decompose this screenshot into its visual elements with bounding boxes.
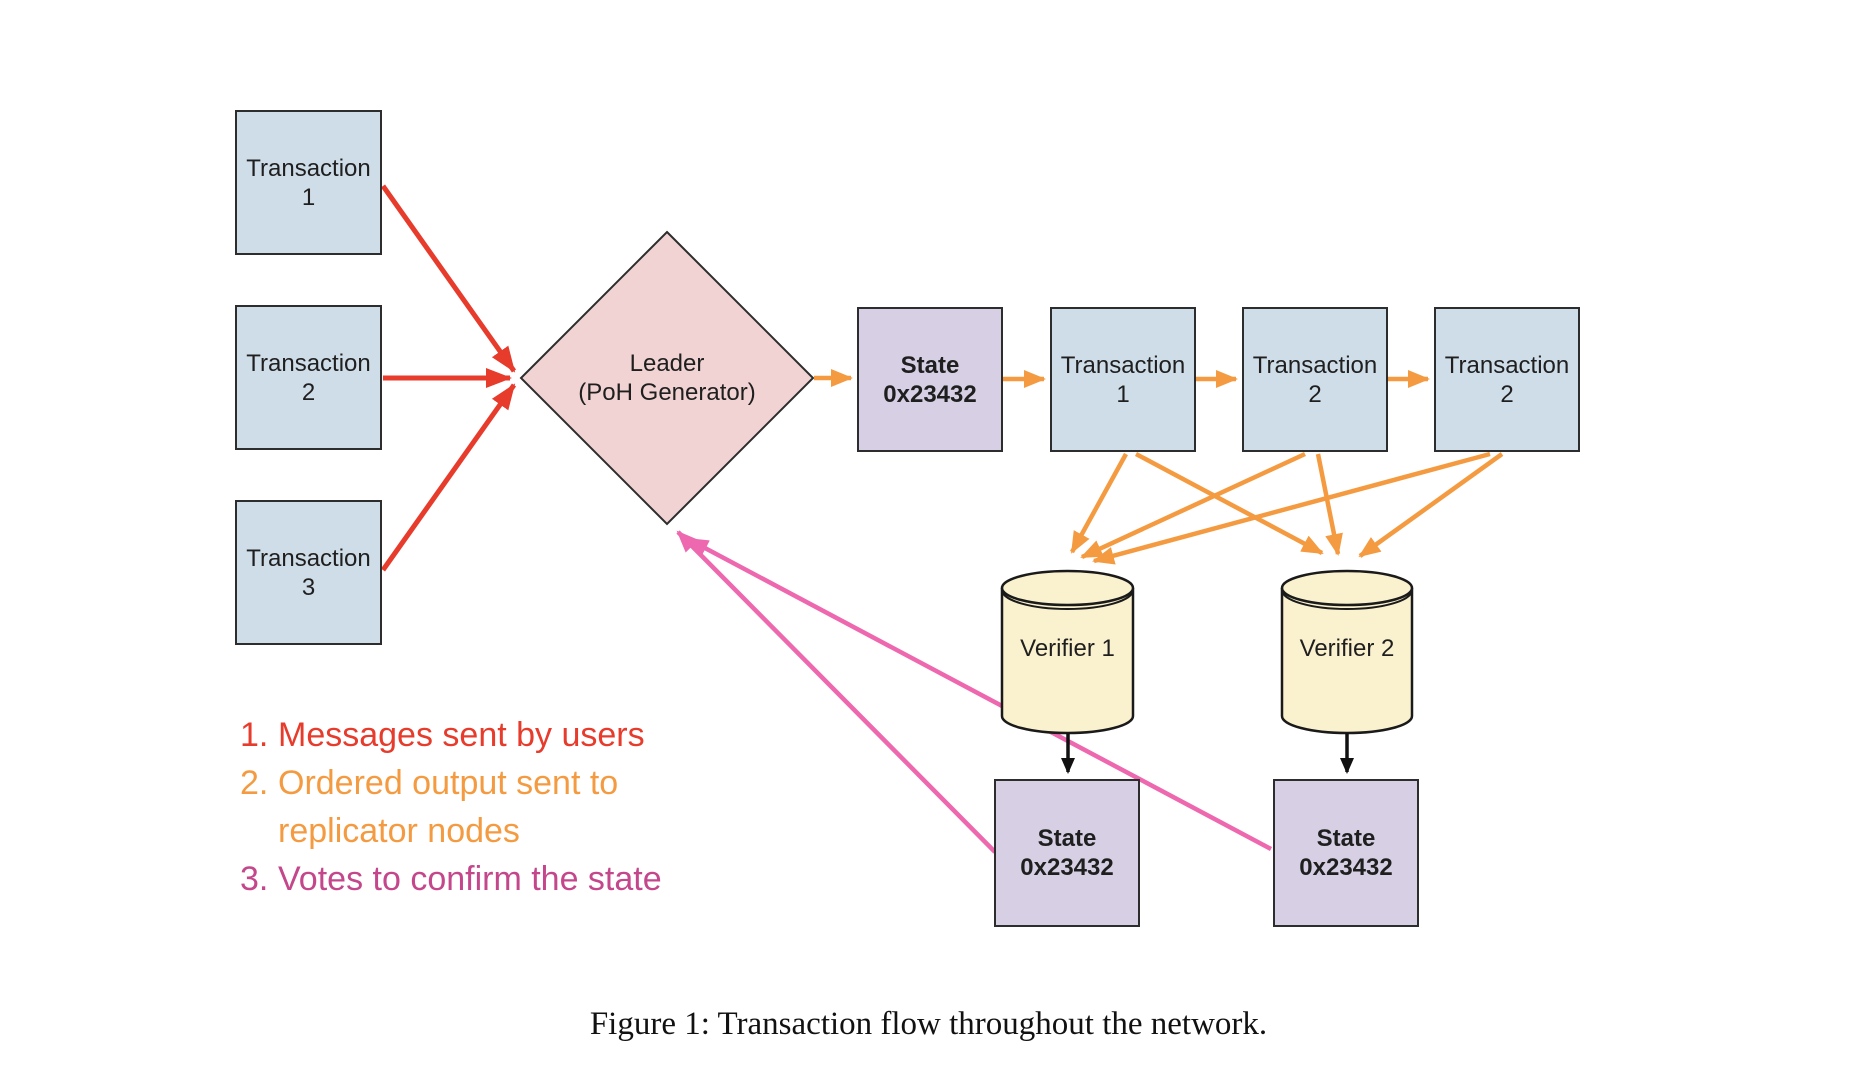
red-arrow-tx1-to-leader (380, 184, 517, 373)
orange-arrow-tx2-to-verifier1 (1080, 451, 1306, 560)
leader-label-text: Leader (PoH Generator) (578, 350, 756, 406)
verifier1-cylinder-body (1000, 588, 1135, 735)
legend: 1. Messages sent by users 2. Ordered out… (240, 711, 662, 903)
legend-item-votes: 3. Votes to confirm the state (240, 855, 662, 903)
node-transaction-1-label: Transaction 1 (246, 154, 371, 211)
node-chain-transaction-2: Transaction 2 (1242, 307, 1388, 452)
verifier1-label-text: Verifier 1 (1020, 634, 1115, 662)
node-transaction-3: Transaction 3 (235, 500, 382, 645)
verifier1-cylinder-top (1000, 569, 1135, 607)
node-chain-transaction-1-label: Transaction 1 (1060, 351, 1186, 408)
legend-item-ordered-output: 2. Ordered output sent to replicator nod… (240, 759, 662, 855)
legend-item-messages-number: 1. (240, 716, 269, 754)
orange-arrow-tx1-to-verifier2 (1134, 452, 1324, 555)
orange-arrow-tx2b-to-verifier1 (1092, 451, 1491, 565)
node-vote-state-1: State 0x23432 (994, 779, 1140, 927)
node-state-top: State 0x23432 (857, 307, 1003, 452)
verifier2-label: Verifier 2 (1282, 630, 1412, 666)
node-vote-state-2: State 0x23432 (1273, 779, 1419, 927)
orange-arrow-tx1-to-verifier1 (1070, 452, 1128, 554)
pink-arrow-state2-to-leader (686, 537, 1273, 851)
figure-caption: Figure 1: Transaction flow throughout th… (589, 1006, 1268, 1042)
verifier2-cylinder-top (1280, 569, 1414, 607)
verifier2-cylinder-body (1280, 588, 1414, 735)
red-arrow-tx3-to-leader (380, 383, 517, 572)
orange-arrow-tx2-to-verifier2 (1315, 453, 1343, 556)
node-vote-state-2-label: State 0x23432 (1299, 825, 1393, 881)
node-transaction-2-label: Transaction 2 (246, 349, 371, 406)
verifier2-label-text: Verifier 2 (1299, 634, 1395, 662)
legend-item-votes-number: 3. (240, 860, 269, 898)
node-transaction-3-label: Transaction 3 (246, 544, 371, 601)
leader-label: Leader (PoH Generator) (547, 344, 787, 412)
node-state-top-label: State 0x23432 (883, 351, 977, 408)
legend-item-ordered-output-number: 2. (240, 764, 269, 802)
node-transaction-1: Transaction 1 (235, 110, 382, 255)
legend-item-messages: 1. Messages sent by users (240, 711, 662, 759)
node-transaction-2: Transaction 2 (235, 305, 382, 450)
legend-item-messages-text: Messages sent by users (278, 716, 645, 754)
node-vote-state-1-label: State 0x23432 (1020, 825, 1114, 881)
verifier2-cylinder-rim (1281, 589, 1413, 610)
legend-item-ordered-output-text: Ordered output sent to replicator nodes (278, 764, 619, 850)
verifier1-cylinder-rim (1001, 589, 1134, 610)
node-chain-transaction-2-label: Transaction 2 (1252, 351, 1378, 408)
orange-arrow-tx2b-to-verifier2 (1358, 452, 1504, 558)
node-chain-transaction-2b-label: Transaction 2 (1444, 351, 1570, 408)
pink-arrow-state1-to-leader (676, 530, 997, 854)
leader-diamond (519, 230, 815, 526)
node-chain-transaction-1: Transaction 1 (1050, 307, 1196, 452)
verifier1-label: Verifier 1 (1002, 630, 1133, 666)
node-chain-transaction-2b: Transaction 2 (1434, 307, 1580, 452)
legend-item-votes-text: Votes to confirm the state (278, 860, 662, 898)
